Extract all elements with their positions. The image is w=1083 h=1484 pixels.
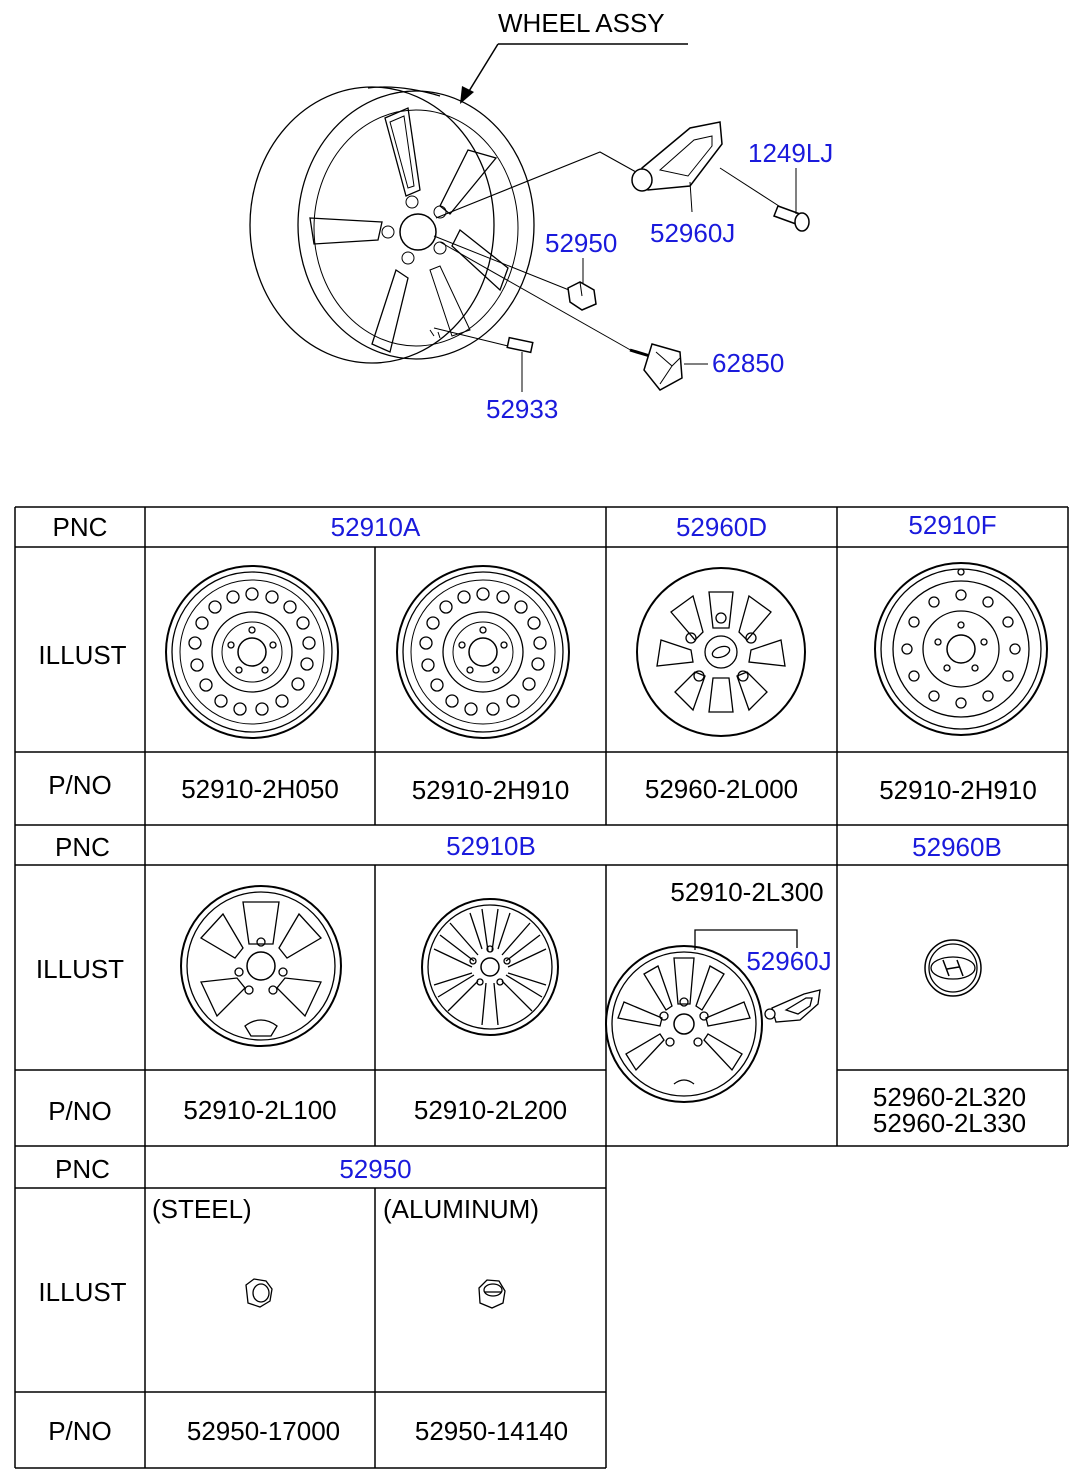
row-header-illust-2: ILLUST — [35, 954, 125, 984]
callout-52933[interactable]: 52933 — [486, 394, 559, 424]
ornament-62850 — [629, 343, 683, 391]
pno-52910-2h910-f: 52910-2H910 — [879, 775, 1037, 805]
wheel-cover-52960-2l000 — [636, 567, 806, 737]
alloy-wheel-52910-2l200 — [421, 898, 559, 1036]
valve-52933 — [506, 336, 534, 354]
row-header-pnc-2: PNC — [55, 832, 110, 862]
cap-piece-52960j-small — [764, 989, 821, 1023]
steel-wheel-52910-2h910 — [396, 565, 570, 739]
row-header-pno-2: P/NO — [48, 1096, 112, 1126]
parts-table-grid — [14, 506, 1069, 1469]
lug-nut-aluminum — [478, 1279, 506, 1309]
pnc-52910a[interactable]: 52910A — [330, 512, 421, 542]
row-header-illust-3: ILLUST — [38, 1277, 127, 1307]
row-header-pno-3: P/NO — [48, 1416, 112, 1446]
steel-wheel-52910-2h050 — [165, 565, 339, 739]
row-header-pnc-3: PNC — [55, 1154, 110, 1184]
screw-1249lj — [773, 205, 810, 232]
steel-wheel-52910-2h910-f — [874, 562, 1048, 736]
cap-piece-52960j — [631, 121, 723, 192]
callout-62850[interactable]: 62850 — [712, 348, 785, 378]
alloy-wheel-52910-2l300 — [605, 945, 763, 1103]
pno-52950-14140: 52950-14140 — [414, 1416, 569, 1446]
nut-52950 — [567, 281, 597, 311]
pno-52910-2l100: 52910-2L100 — [183, 1095, 337, 1125]
pno-52950-17000: 52950-17000 — [186, 1416, 341, 1446]
pno-52910-2h050: 52910-2H050 — [181, 774, 339, 804]
row-header-pnc: PNC — [52, 512, 108, 542]
pno-52960-2l000: 52960-2L000 — [644, 774, 799, 804]
callout-52950[interactable]: 52950 — [545, 228, 618, 258]
pnc-52910f[interactable]: 52910F — [908, 510, 997, 540]
pnc-52910b[interactable]: 52910B — [446, 831, 536, 861]
row-header-illust: ILLUST — [38, 640, 127, 670]
wheel-assy-illustration — [249, 86, 535, 364]
hub-cap-52960b — [924, 939, 982, 997]
steel-label: (STEEL) — [152, 1194, 252, 1224]
aluminum-label: (ALUMINUM) — [383, 1194, 539, 1224]
alloy-wheel-52910-2l100 — [180, 885, 342, 1047]
pno-52910-2l300: 52910-2L300 — [670, 877, 824, 907]
pno-52960-2l330: 52960-2L330 — [872, 1108, 1027, 1138]
lug-nut-steel — [245, 1278, 273, 1308]
pno-52960-2l320: 52960-2L320 — [872, 1082, 1027, 1112]
pnc-52960j[interactable]: 52960J — [746, 946, 832, 976]
callout-1249lj[interactable]: 1249LJ — [748, 138, 834, 168]
pnc-52950[interactable]: 52950 — [339, 1154, 412, 1184]
pno-52910-2l200: 52910-2L200 — [413, 1095, 568, 1125]
pnc-52960d[interactable]: 52960D — [675, 512, 768, 542]
pno-52910-2h910: 52910-2H910 — [411, 775, 570, 805]
row-header-pno: P/NO — [48, 770, 112, 800]
diagram-title: WHEEL ASSY — [498, 8, 665, 38]
pnc-52960b[interactable]: 52960B — [912, 832, 1002, 862]
callout-52960j[interactable]: 52960J — [650, 218, 736, 248]
